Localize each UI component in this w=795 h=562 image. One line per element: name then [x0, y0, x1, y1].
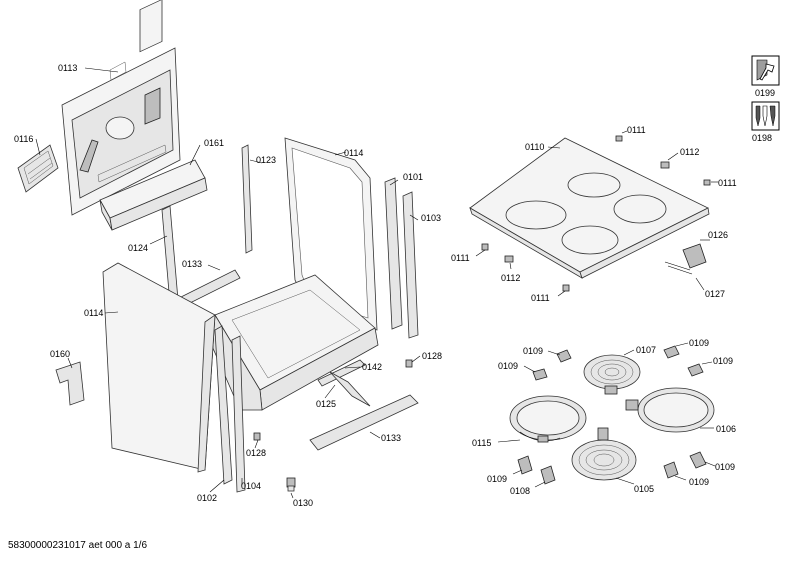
rail-0133-lower-part: [309, 394, 419, 451]
connector-0109-c-part: [663, 345, 680, 359]
strip-0104-part: [231, 335, 246, 493]
label-0107: 0107: [636, 345, 656, 355]
label-0109-c: 0109: [689, 338, 709, 348]
label-0109-f: 0109: [715, 462, 735, 472]
label-0123: 0123: [256, 155, 276, 165]
label-0109-d: 0109: [713, 356, 733, 366]
label-0128-left: 0128: [246, 448, 266, 458]
clip-0128-left-part: [253, 432, 261, 441]
label-0124: 0124: [128, 243, 148, 253]
label-0111-d: 0111: [531, 293, 550, 303]
clip-0111-b-part: [703, 179, 711, 186]
label-0112-b: 0112: [501, 273, 520, 283]
label-0102: 0102: [197, 493, 217, 503]
label-0125: 0125: [316, 399, 336, 409]
connector-0109-e-part: [517, 455, 533, 475]
label-0109-g: 0109: [689, 477, 709, 487]
label-0127: 0127: [705, 289, 725, 299]
label-0109-b: 0109: [498, 361, 518, 371]
label-0115: 0115: [472, 438, 491, 448]
label-0111-b: 0111: [718, 178, 737, 188]
label-0199: 0199: [755, 88, 775, 98]
heating-element-0115-part: [509, 395, 587, 443]
clip-0128-right-part: [405, 359, 413, 368]
grille-part: [17, 144, 59, 193]
label-0109-e: 0109: [487, 474, 507, 484]
connector-0109-g-part: [663, 461, 679, 479]
strip-0101-part: [384, 177, 403, 330]
label-0133-lower: 0133: [381, 433, 401, 443]
service-tool-icon-0199: [751, 55, 780, 86]
connector-0109-b-part: [532, 368, 548, 381]
document-footer-id: 58300000231017 aet 000 a 1/6: [8, 540, 148, 551]
label-0101: 0101: [403, 172, 423, 182]
label-0111-a: 0111: [627, 125, 646, 135]
clip-0111-a-part: [615, 135, 623, 142]
clip-0112-b-part: [504, 255, 514, 263]
label-0133-upper: 0133: [182, 259, 202, 269]
label-0128-right: 0128: [422, 351, 442, 361]
label-0106: 0106: [716, 424, 736, 434]
label-0105: 0105: [634, 484, 654, 494]
label-0161: 0161: [204, 138, 224, 148]
label-0142: 0142: [362, 362, 382, 372]
label-0116: 0116: [14, 134, 33, 144]
service-tools-icon-0198: [751, 101, 780, 131]
label-0104: 0104: [241, 481, 261, 491]
rail-0125-part: [329, 371, 371, 407]
label-0110: 0110: [525, 142, 544, 152]
label-0109-a: 0109: [523, 346, 543, 356]
left-side-panel-part: [102, 262, 216, 473]
clip-0111-d-part: [562, 284, 570, 292]
connector-0109-a-part: [556, 349, 572, 363]
heating-element-0105-part: [571, 427, 637, 481]
connector-0109-f-part: [689, 451, 707, 469]
foot-0130-part: [286, 477, 296, 492]
bracket-0160-part: [55, 361, 85, 406]
heating-element-0107-part: [583, 354, 641, 395]
heating-element-0106-part: [625, 387, 715, 433]
label-0130: 0130: [293, 498, 313, 508]
label-0160: 0160: [50, 349, 70, 359]
clip-0112-a-part: [660, 161, 670, 169]
strip-0103-part: [402, 191, 419, 339]
control-housing-part: [99, 159, 208, 231]
label-0113: 0113: [58, 63, 77, 73]
label-0114-top: 0114: [344, 148, 363, 158]
side-strip-0123-part: [241, 144, 253, 254]
label-0108: 0108: [510, 486, 530, 496]
connector-0108-part: [540, 465, 556, 485]
sensor-0126-part: [664, 243, 707, 275]
label-0103: 0103: [421, 213, 441, 223]
back-panel-part: [61, 0, 181, 216]
label-0111-c: 0111: [451, 253, 470, 263]
strip-0102-part: [214, 325, 233, 485]
rail-0142-part: [317, 359, 366, 387]
label-0126: 0126: [708, 230, 728, 240]
connector-0109-d-part: [687, 363, 704, 377]
glass-cooktop-part: [469, 137, 710, 279]
label-0112-a: 0112: [680, 147, 699, 157]
clip-0111-c-part: [481, 243, 489, 251]
label-0114-side: 0114: [84, 308, 103, 318]
label-0198: 0198: [752, 133, 772, 143]
